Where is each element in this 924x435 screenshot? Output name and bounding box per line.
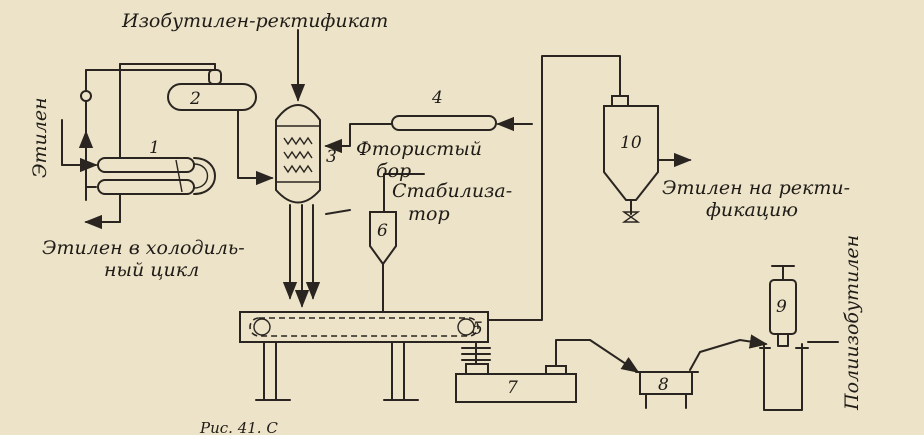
label-isobutylene-feed: Изобутилен-ректификат	[121, 10, 388, 32]
label-stabilizer-line2: тор	[408, 203, 450, 225]
label-num-1: 1	[149, 138, 160, 158]
label-ethylene-cycle-line1: Этилен в холодиль-	[42, 237, 245, 259]
reactor-3: 3	[275, 29, 337, 308]
label-num-10: 10	[620, 133, 642, 153]
label-num-3: 3	[326, 147, 337, 167]
label-ethylene-cycle-line2: ный цикл	[104, 259, 199, 281]
label-num-4: 4	[431, 88, 443, 108]
label-ethylene-rect-line1: Этилен на ректи-	[662, 177, 850, 199]
label-stabilizer-line1: Стабилиза-	[392, 180, 512, 202]
label-num-5: 5	[472, 319, 483, 339]
conveyor-5: 5	[239, 55, 621, 401]
unit-8: 8	[635, 334, 768, 409]
cyclone-separator-10: 10	[603, 95, 692, 223]
label-boron-line2: бор	[376, 160, 411, 182]
label-ethylene-rect-line2: фикацию	[706, 199, 798, 221]
label-num-2: 2	[189, 89, 201, 109]
label-num-7: 7	[507, 378, 518, 398]
ethylene-inlet-lines	[61, 63, 216, 230]
label-polyisobutylene: Полиизобутилен	[841, 235, 863, 411]
vessel-2: 2	[167, 63, 274, 186]
label-num-8: 8	[658, 375, 669, 395]
press-7: 7	[455, 339, 640, 403]
figure-caption-fragment: Рис. 41. С	[199, 419, 278, 435]
heat-exchanger-1: 1	[97, 138, 216, 195]
label-num-9: 9	[776, 297, 787, 317]
boron-cylinder-4: 4	[324, 88, 533, 154]
stabilizer-tank-6: 6	[325, 173, 425, 313]
diagram-text: Изобутилен-ректификат Этилен Этилен в хо…	[29, 10, 863, 435]
label-num-6: 6	[377, 221, 388, 241]
label-ethylene-inlet: Этилен	[29, 97, 51, 178]
extruder-9: 9	[759, 265, 839, 411]
label-boron-line1: Фтористый	[356, 138, 482, 160]
